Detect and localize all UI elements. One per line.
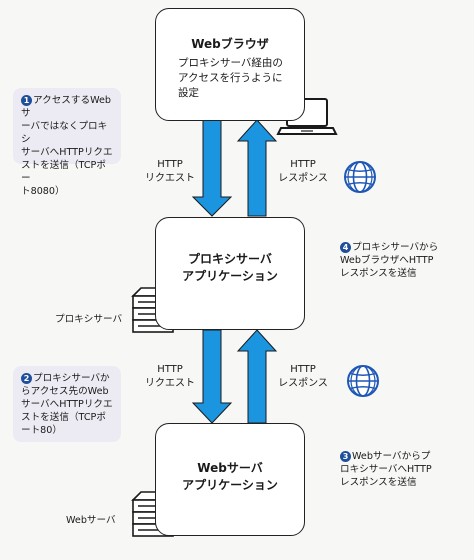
label-line: HTTP [290,364,316,375]
note-text: アクセスするWebサ [21,95,111,119]
step-number-badge: 1 [21,95,32,106]
label-line: レスポンス [278,378,328,389]
note-line: サーバへHTTPリクエ [21,399,113,410]
web-server-label: Webサーバ [66,515,116,526]
note-text: プロキシサーバか [33,373,110,384]
note-text: Webサーバからプ [352,451,431,462]
web-browser-title: Webブラウザ [191,37,269,51]
globe-icon [344,161,376,193]
description-line: プロキシサーバ経由の [178,57,283,69]
web-browser-box: Webブラウザ プロキシサーバ経由の アクセスを行うように 設定 [155,8,305,121]
step-number-badge: 4 [340,242,351,253]
note-line: ストを送信（TCPポー [21,160,106,184]
web-browser-description: プロキシサーバ経由の アクセスを行うように 設定 [178,56,283,101]
label-line: HTTP [157,159,183,170]
description-line: アクセスを行うように [178,72,283,84]
http-request-label: HTTP リクエスト [140,158,200,186]
note-line: らアクセス先のWeb [21,386,109,397]
box-title-line: アプリケーション [182,478,278,492]
note-line: ト8080） [21,186,65,197]
note-line: WebブラウザへHTTP [340,255,434,266]
request-arrow-top [191,119,233,217]
proxy-server-app-box: プロキシサーバ アプリケーション [155,217,305,330]
description-line: 設定 [178,87,199,99]
note-text: プロキシサーバから [352,242,439,253]
web-server-app-title: Webサーバ アプリケーション [156,460,304,494]
response-arrow-top [236,119,278,217]
proxy-server-label: プロキシサーバ [55,314,123,325]
step-number-badge: 2 [21,373,32,384]
label-line: HTTP [157,364,183,375]
response-arrow-bottom [236,329,278,424]
label-line: レスポンス [278,173,328,184]
proxy-server-app-title: プロキシサーバ アプリケーション [156,251,304,285]
note-line: レスポンスを送信 [340,477,417,488]
globe-icon [347,365,379,397]
request-arrow-bottom [191,329,233,424]
http-request-label: HTTP リクエスト [140,363,200,391]
box-title-line: アプリケーション [182,269,278,283]
label-line: HTTP [290,159,316,170]
label-line: リクエスト [145,378,195,389]
box-title-line: Webサーバ [197,461,263,475]
note-line: ート80） [21,425,62,436]
box-title-line: プロキシサーバ [188,252,272,266]
web-server-app-box: Webサーバ アプリケーション [155,423,305,536]
note-line: ストを送信（TCPポ [21,412,106,423]
note-line: レスポンスを送信 [340,268,417,279]
http-response-label: HTTP レスポンス [272,363,334,391]
http-response-label: HTTP レスポンス [272,158,334,186]
label-line: リクエスト [145,173,195,184]
step-number-badge: 3 [340,451,351,462]
note-line: サーバへHTTPリクエ [21,147,113,158]
note-line: ロキシサーバへHTTP [340,464,432,475]
note-line: ーバではなくプロキシ [21,121,108,145]
